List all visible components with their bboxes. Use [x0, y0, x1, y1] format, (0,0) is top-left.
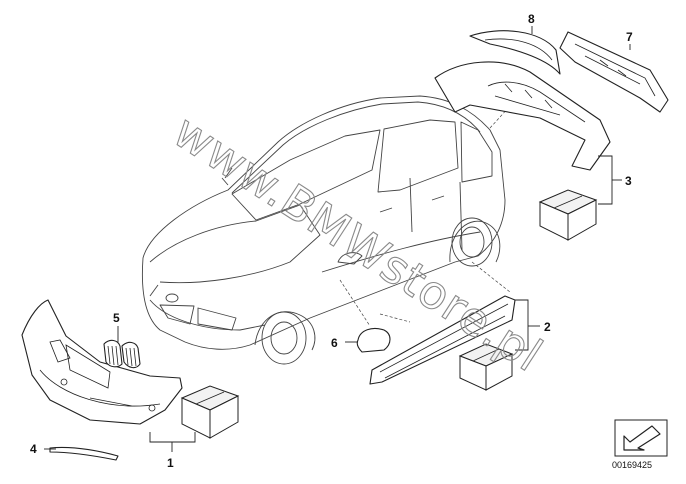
callout-5: 5 — [113, 311, 120, 325]
part-8-rear-spoiler — [469, 30, 561, 75]
arrow-down-left-icon — [614, 419, 668, 457]
callout-2: 2 — [544, 320, 551, 334]
car-outline — [141, 95, 506, 365]
callout-1: 1 — [167, 456, 174, 470]
callout-8: 8 — [528, 12, 535, 26]
callout-6: 6 — [331, 336, 338, 350]
part-5-kidney-grille — [103, 339, 141, 369]
part-7-rear-diffuser — [559, 31, 669, 113]
part-4-trim-strip — [49, 446, 119, 461]
parts-box-icon — [538, 189, 598, 241]
callout-4: 4 — [30, 442, 37, 456]
callout-7: 7 — [626, 30, 633, 44]
callout-labels: 1 2 3 4 5 6 7 8 — [30, 12, 633, 470]
document-number: 00169425 — [612, 460, 653, 470]
callout-3: 3 — [625, 174, 632, 188]
part-1-front-bumper — [21, 299, 183, 425]
leader-lines — [44, 26, 631, 452]
part-6-mirror-cap — [356, 327, 391, 353]
parts-box-icon — [458, 343, 514, 391]
part-3-rear-bumper — [434, 61, 611, 171]
parts-box-icon — [180, 385, 240, 439]
